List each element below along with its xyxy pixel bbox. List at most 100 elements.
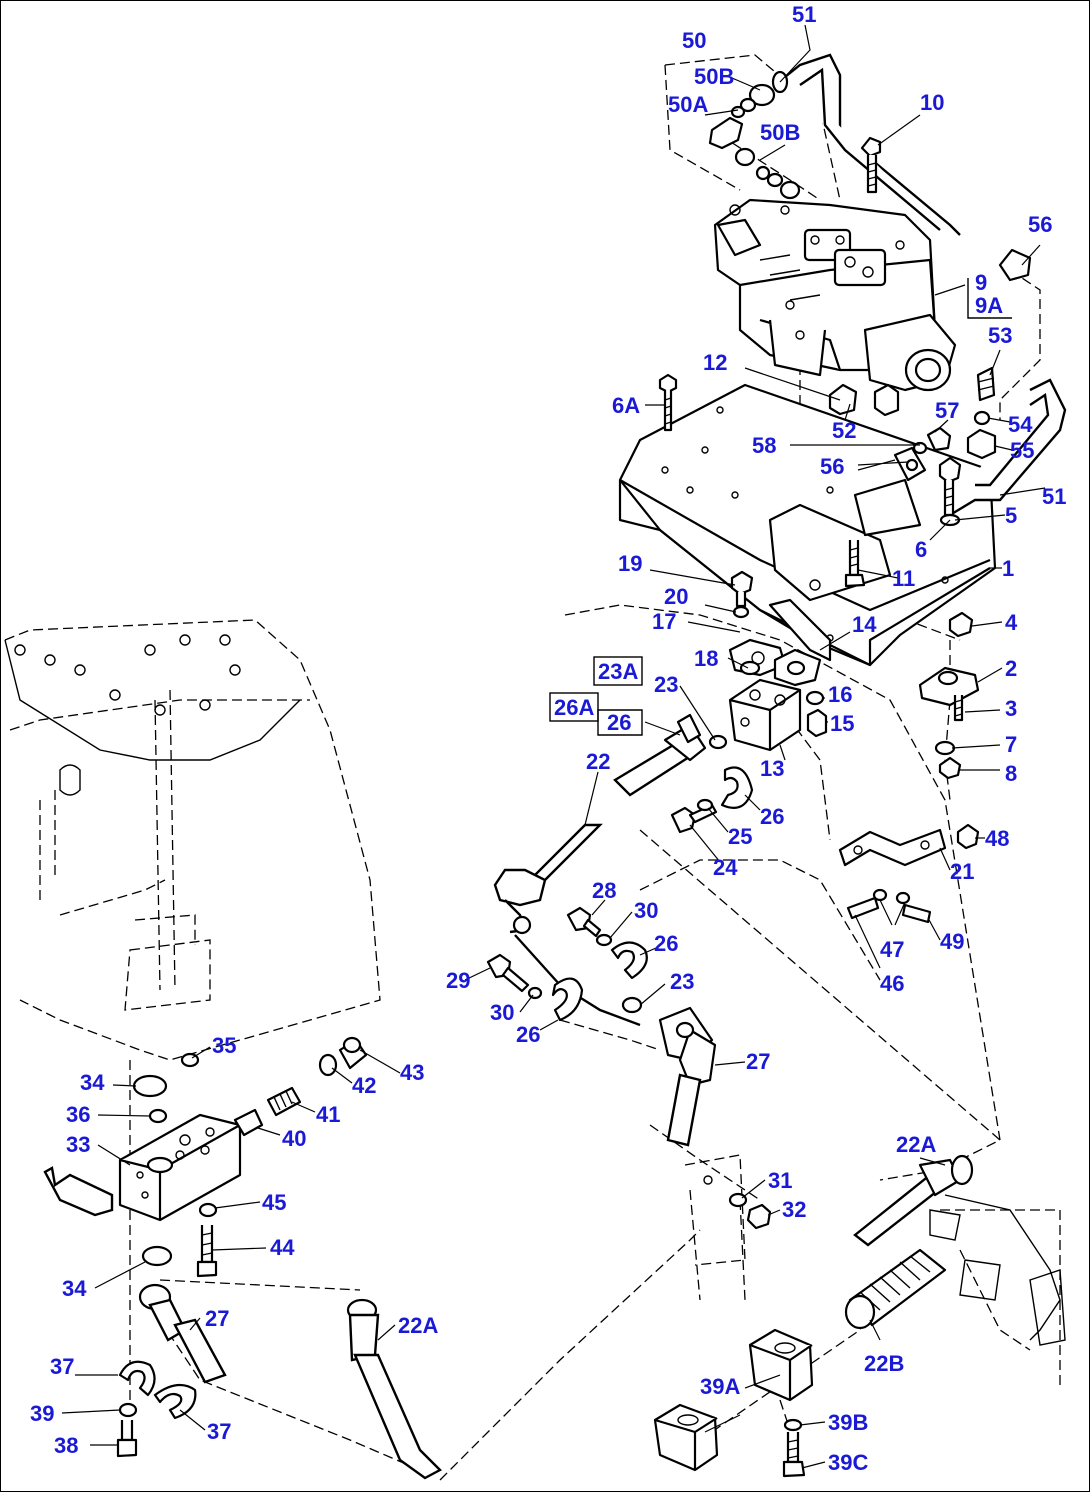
callout-8: 8 <box>1005 761 1017 786</box>
callout-2: 2 <box>1005 656 1017 681</box>
callout-24: 24 <box>713 855 738 880</box>
callout-21: 21 <box>950 859 974 884</box>
callout-26: 26 <box>516 1022 540 1047</box>
callout-46: 46 <box>880 971 904 996</box>
callout-50: 50 <box>682 28 706 53</box>
callout-38: 38 <box>54 1433 78 1458</box>
bolts-24-28-29 <box>486 798 718 1000</box>
callout-11: 11 <box>892 566 915 591</box>
callout-51: 51 <box>792 2 816 27</box>
callout-3: 3 <box>1005 696 1017 721</box>
callout-51: 51 <box>1042 484 1066 509</box>
callout-36: 36 <box>66 1102 90 1127</box>
callout-4: 4 <box>1005 610 1018 635</box>
leader-lines <box>61 24 1046 1469</box>
callout-27: 27 <box>205 1306 229 1331</box>
bolt-11 <box>844 540 866 588</box>
callout-50B: 50B <box>760 120 800 145</box>
callout-56: 56 <box>820 454 844 479</box>
callout-labels: 51 50 50B 50A 50B 10 56 9 9A 53 12 6A 57… <box>30 2 1066 1475</box>
spring-22B <box>844 1248 947 1330</box>
callout-50B: 50B <box>694 64 734 89</box>
fittings-50 <box>708 83 801 200</box>
hose-22 <box>493 713 707 1027</box>
callout-37: 37 <box>207 1419 231 1444</box>
callout-28: 28 <box>592 878 616 903</box>
manifold-seals-and-plugs <box>132 1036 368 1267</box>
machine-frame-outline <box>4 619 381 1061</box>
fitting-27-lower <box>138 1283 227 1384</box>
callout-45: 45 <box>262 1190 286 1215</box>
callout-16: 16 <box>828 682 852 707</box>
right-frame-bracket <box>929 1194 1066 1346</box>
callout-15: 15 <box>830 711 854 736</box>
callout-40: 40 <box>282 1126 306 1151</box>
clamps-26 <box>551 734 754 1022</box>
bolt-38-39 <box>116 1402 138 1458</box>
callout-30: 30 <box>490 1000 514 1025</box>
bracket-31-32 <box>684 1154 772 1266</box>
callout-26A: 26A <box>554 695 594 720</box>
callout-17: 17 <box>652 609 676 634</box>
callout-9A: 9A <box>975 293 1003 318</box>
manifold-block-33 <box>43 1113 242 1222</box>
callout-23: 23 <box>654 672 678 697</box>
callout-39B: 39B <box>828 1410 868 1435</box>
fitting-27-upper <box>658 1006 717 1147</box>
callout-54: 54 <box>1008 412 1033 437</box>
callout-23: 23 <box>670 969 694 994</box>
callout-30: 30 <box>634 898 658 923</box>
callout-9: 9 <box>975 270 987 295</box>
callout-26: 26 <box>654 931 678 956</box>
callout-37: 37 <box>50 1354 74 1379</box>
callout-58: 58 <box>752 433 776 458</box>
callout-34: 34 <box>80 1070 105 1095</box>
callout-22: 22 <box>586 749 610 774</box>
callout-32: 32 <box>782 1197 806 1222</box>
rubber-mount-2 <box>918 611 980 780</box>
callout-39: 39 <box>30 1401 54 1426</box>
callout-49: 49 <box>940 929 964 954</box>
callout-7: 7 <box>1005 732 1017 757</box>
callout-27: 27 <box>746 1049 770 1074</box>
clamp-39A <box>653 1328 814 1472</box>
callout-26: 26 <box>760 804 784 829</box>
callout-13: 13 <box>760 756 784 781</box>
hose-22A-right <box>853 1154 974 1247</box>
callout-10: 10 <box>920 90 944 115</box>
callout-50A: 50A <box>668 92 708 117</box>
hose-22A-left <box>346 1298 442 1480</box>
callout-14: 14 <box>852 612 877 637</box>
valve-block-13 <box>728 598 832 752</box>
callout-5: 5 <box>1005 503 1017 528</box>
callout-12: 12 <box>703 350 727 375</box>
callout-6A: 6A <box>612 393 640 418</box>
callout-boxes <box>549 278 1012 736</box>
callout-39A: 39A <box>700 1374 740 1399</box>
callout-29: 29 <box>446 968 470 993</box>
callout-31: 31 <box>768 1168 792 1193</box>
callout-53: 53 <box>988 323 1012 348</box>
bolt-44-45 <box>196 1202 218 1278</box>
callout-6: 6 <box>915 537 927 562</box>
callout-1: 1 <box>1002 556 1014 581</box>
callout-23A: 23A <box>598 659 638 684</box>
callout-56: 56 <box>1028 212 1052 237</box>
callout-26: 26 <box>607 710 631 735</box>
bolt-39B-39C <box>782 1418 806 1478</box>
callout-39C: 39C <box>828 1450 868 1475</box>
callout-42: 42 <box>352 1073 376 1098</box>
bolt-6A <box>658 373 678 432</box>
bolt-10 <box>860 136 882 194</box>
callout-41: 41 <box>316 1102 340 1127</box>
clamps-37 <box>118 1360 197 1420</box>
callout-25: 25 <box>728 824 752 849</box>
callout-47: 47 <box>880 937 904 962</box>
callout-19: 19 <box>618 551 642 576</box>
callout-35: 35 <box>212 1033 236 1058</box>
callout-34: 34 <box>62 1276 87 1301</box>
bolt-19 <box>730 570 754 619</box>
callout-22A: 22A <box>398 1313 438 1338</box>
